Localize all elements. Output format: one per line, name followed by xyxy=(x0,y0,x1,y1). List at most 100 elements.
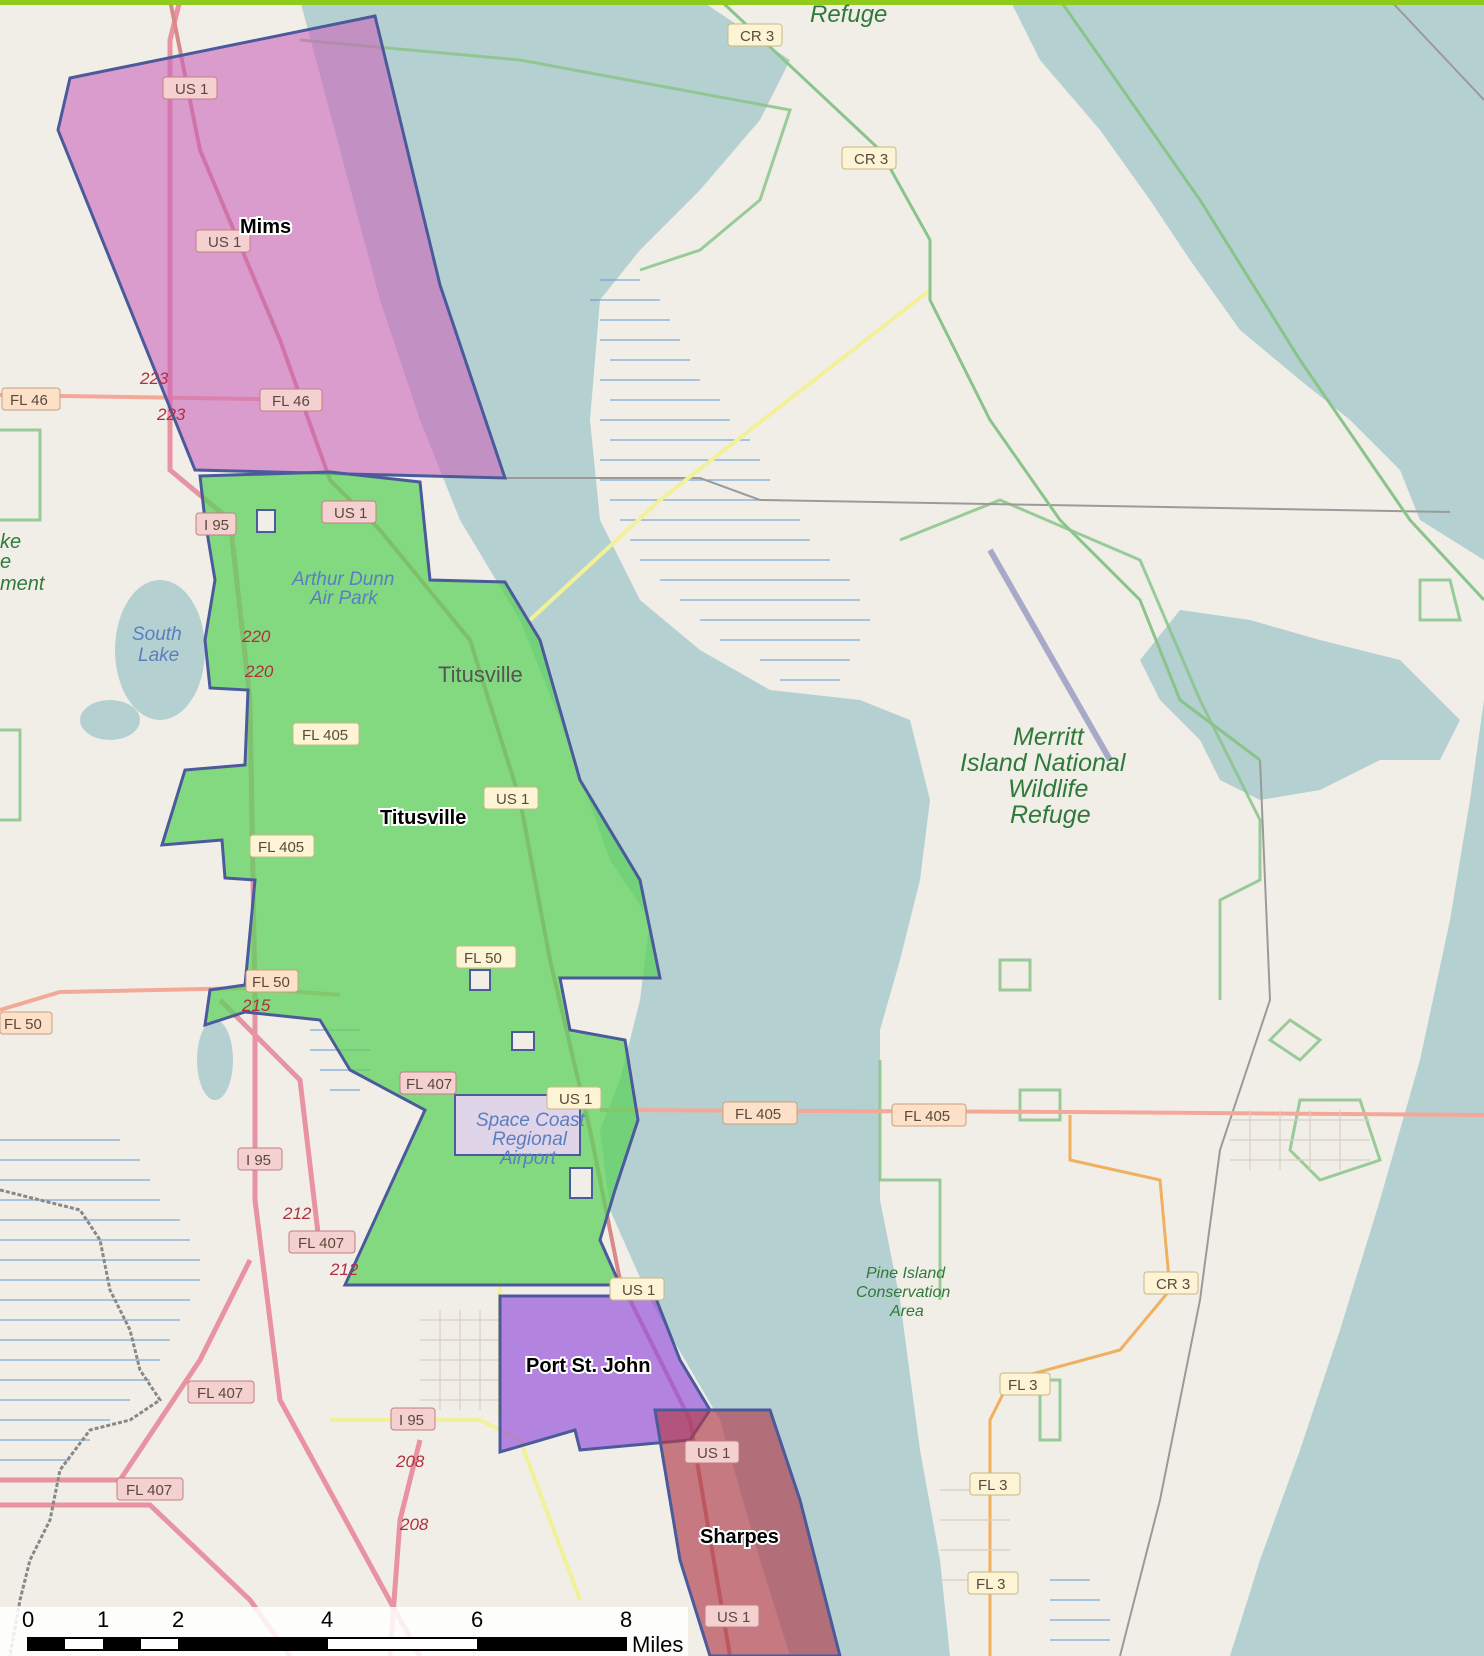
svg-text:220: 220 xyxy=(244,662,274,681)
shield-fl46-b: FL 46 xyxy=(259,388,323,412)
svg-text:208: 208 xyxy=(399,1515,429,1534)
shield-fl3-b: FL 3 xyxy=(969,1472,1021,1496)
shield-us1-f: US 1 xyxy=(609,1277,665,1301)
svg-text:FL 405: FL 405 xyxy=(735,1106,781,1123)
scale-bar-seg-4-5 xyxy=(477,1638,626,1650)
shield-fl405-a: FL 405 xyxy=(292,722,360,746)
shield-cr3-c: CR 3 xyxy=(1143,1271,1199,1295)
arthur-dunn-line1: Arthur Dunn xyxy=(291,569,394,590)
shield-cr3-b: CR 3 xyxy=(841,146,897,170)
svg-text:US 1: US 1 xyxy=(717,1609,750,1626)
svg-text:220: 220 xyxy=(241,627,271,646)
svg-text:FL 407: FL 407 xyxy=(406,1076,452,1093)
svg-text:223: 223 xyxy=(156,405,186,424)
banana-river-water xyxy=(1010,0,1484,560)
svg-text:US 1: US 1 xyxy=(334,505,367,522)
frame-top-accent xyxy=(0,0,1484,5)
svg-text:I 95: I 95 xyxy=(204,517,229,534)
merritt-refuge-line1: Merritt xyxy=(1013,723,1085,751)
mims-area[interactable] xyxy=(56,14,508,480)
svg-text:FL 405: FL 405 xyxy=(302,727,348,744)
svg-text:FL 3: FL 3 xyxy=(978,1477,1007,1494)
svg-text:FL 50: FL 50 xyxy=(252,974,290,991)
small-pond-2 xyxy=(80,700,140,740)
svg-text:212: 212 xyxy=(282,1204,312,1223)
space-coast-line1: Space Coast xyxy=(476,1110,586,1131)
scale-unit: Miles xyxy=(632,1632,683,1656)
svg-text:US 1: US 1 xyxy=(208,234,241,251)
svg-text:FL 50: FL 50 xyxy=(4,1016,42,1033)
svg-text:FL 46: FL 46 xyxy=(272,393,310,410)
shield-i95-c: I 95 xyxy=(390,1407,436,1431)
titusville-enclaves xyxy=(256,509,593,1199)
scale-bar-seg-0-half xyxy=(28,1638,65,1650)
marsh-hatching xyxy=(0,279,1110,1641)
shield-us1-e: US 1 xyxy=(546,1086,602,1110)
svg-text:FL 3: FL 3 xyxy=(976,1576,1005,1593)
merritt-refuge-line3: Wildlife xyxy=(1008,775,1088,803)
svg-text:US 1: US 1 xyxy=(175,81,208,98)
shield-fl3-a: FL 3 xyxy=(999,1372,1051,1396)
small-pond-1 xyxy=(197,1020,233,1100)
svg-text:US 1: US 1 xyxy=(496,791,529,808)
titusville-area[interactable] xyxy=(159,470,662,1287)
sharpes-area[interactable] xyxy=(653,1408,842,1656)
svg-text:CR 3: CR 3 xyxy=(854,151,888,168)
scale-bar: 0 1 2 4 6 8 Miles xyxy=(0,1607,688,1656)
sharpes-label: Sharpes xyxy=(700,1526,779,1548)
space-coast-line2: Regional xyxy=(492,1129,568,1150)
south-lake-water xyxy=(115,580,205,720)
route-numbers: 223 223 220 220 215 212 212 208 208 xyxy=(139,369,429,1534)
shield-fl50-a: FL 50 xyxy=(455,945,517,969)
svg-text:FL 407: FL 407 xyxy=(298,1235,344,1252)
arthur-dunn-line2: Air Park xyxy=(309,588,379,609)
shield-fl405-d: FL 405 xyxy=(891,1103,967,1127)
svg-text:208: 208 xyxy=(395,1452,425,1471)
shield-fl405-c: FL 405 xyxy=(722,1101,798,1125)
road-shields: CR 3 CR 3 CR 3 US 1 US 1 US 1 US 1 US 1 … xyxy=(0,23,1199,1628)
pine-island-line3: Area xyxy=(889,1303,924,1320)
shield-us1-g: US 1 xyxy=(684,1440,740,1464)
svg-text:US 1: US 1 xyxy=(559,1091,592,1108)
pine-island-line2: Conservation xyxy=(856,1284,950,1301)
svg-text:212: 212 xyxy=(329,1260,359,1279)
port-st-john-label: Port St. John xyxy=(526,1355,650,1377)
mims-label: Mims xyxy=(240,216,291,238)
svg-text:FL 50: FL 50 xyxy=(464,950,502,967)
shield-us1-h: US 1 xyxy=(704,1604,760,1628)
merritt-bay-water xyxy=(1140,610,1460,800)
svg-text:US 1: US 1 xyxy=(697,1445,730,1462)
shield-us1-c: US 1 xyxy=(321,500,377,524)
svg-text:FL 3: FL 3 xyxy=(1008,1377,1037,1394)
shield-us1-d: US 1 xyxy=(483,786,539,810)
svg-text:I 95: I 95 xyxy=(399,1412,424,1429)
shield-fl46-a: FL 46 xyxy=(1,387,61,411)
svg-text:FL 46: FL 46 xyxy=(10,392,48,409)
scale-bar-seg-2-3 xyxy=(178,1638,328,1650)
park-boundaries xyxy=(0,38,1462,1442)
svg-text:215: 215 xyxy=(241,996,271,1015)
county-boundary xyxy=(0,1188,163,1656)
titusville-city-label: Titusville xyxy=(438,662,523,687)
shield-i95-b: I 95 xyxy=(237,1147,283,1171)
minor-roads xyxy=(480,0,1484,1656)
orange-roads xyxy=(988,1115,1172,1656)
titusville-label: Titusville xyxy=(380,807,466,829)
edge-label-line3: ment xyxy=(0,573,46,595)
shield-fl407-b: FL 407 xyxy=(288,1230,356,1254)
scale-tick-4: 4 xyxy=(321,1607,333,1632)
svg-text:FL 405: FL 405 xyxy=(258,839,304,856)
edge-label-line1: ke xyxy=(0,531,21,553)
scale-tick-1: 1 xyxy=(97,1607,109,1632)
svg-text:FL 405: FL 405 xyxy=(904,1108,950,1125)
pine-island-line1: Pine Island xyxy=(866,1265,946,1282)
shield-fl407-a: FL 407 xyxy=(399,1071,457,1095)
scale-tick-8: 8 xyxy=(620,1607,632,1632)
south-lake-line2: Lake xyxy=(138,645,179,666)
merritt-refuge-line2: Island National xyxy=(960,749,1127,777)
shield-i95-a: I 95 xyxy=(195,512,237,536)
svg-text:I 95: I 95 xyxy=(246,1152,271,1169)
edge-label-line2: e xyxy=(0,551,11,573)
